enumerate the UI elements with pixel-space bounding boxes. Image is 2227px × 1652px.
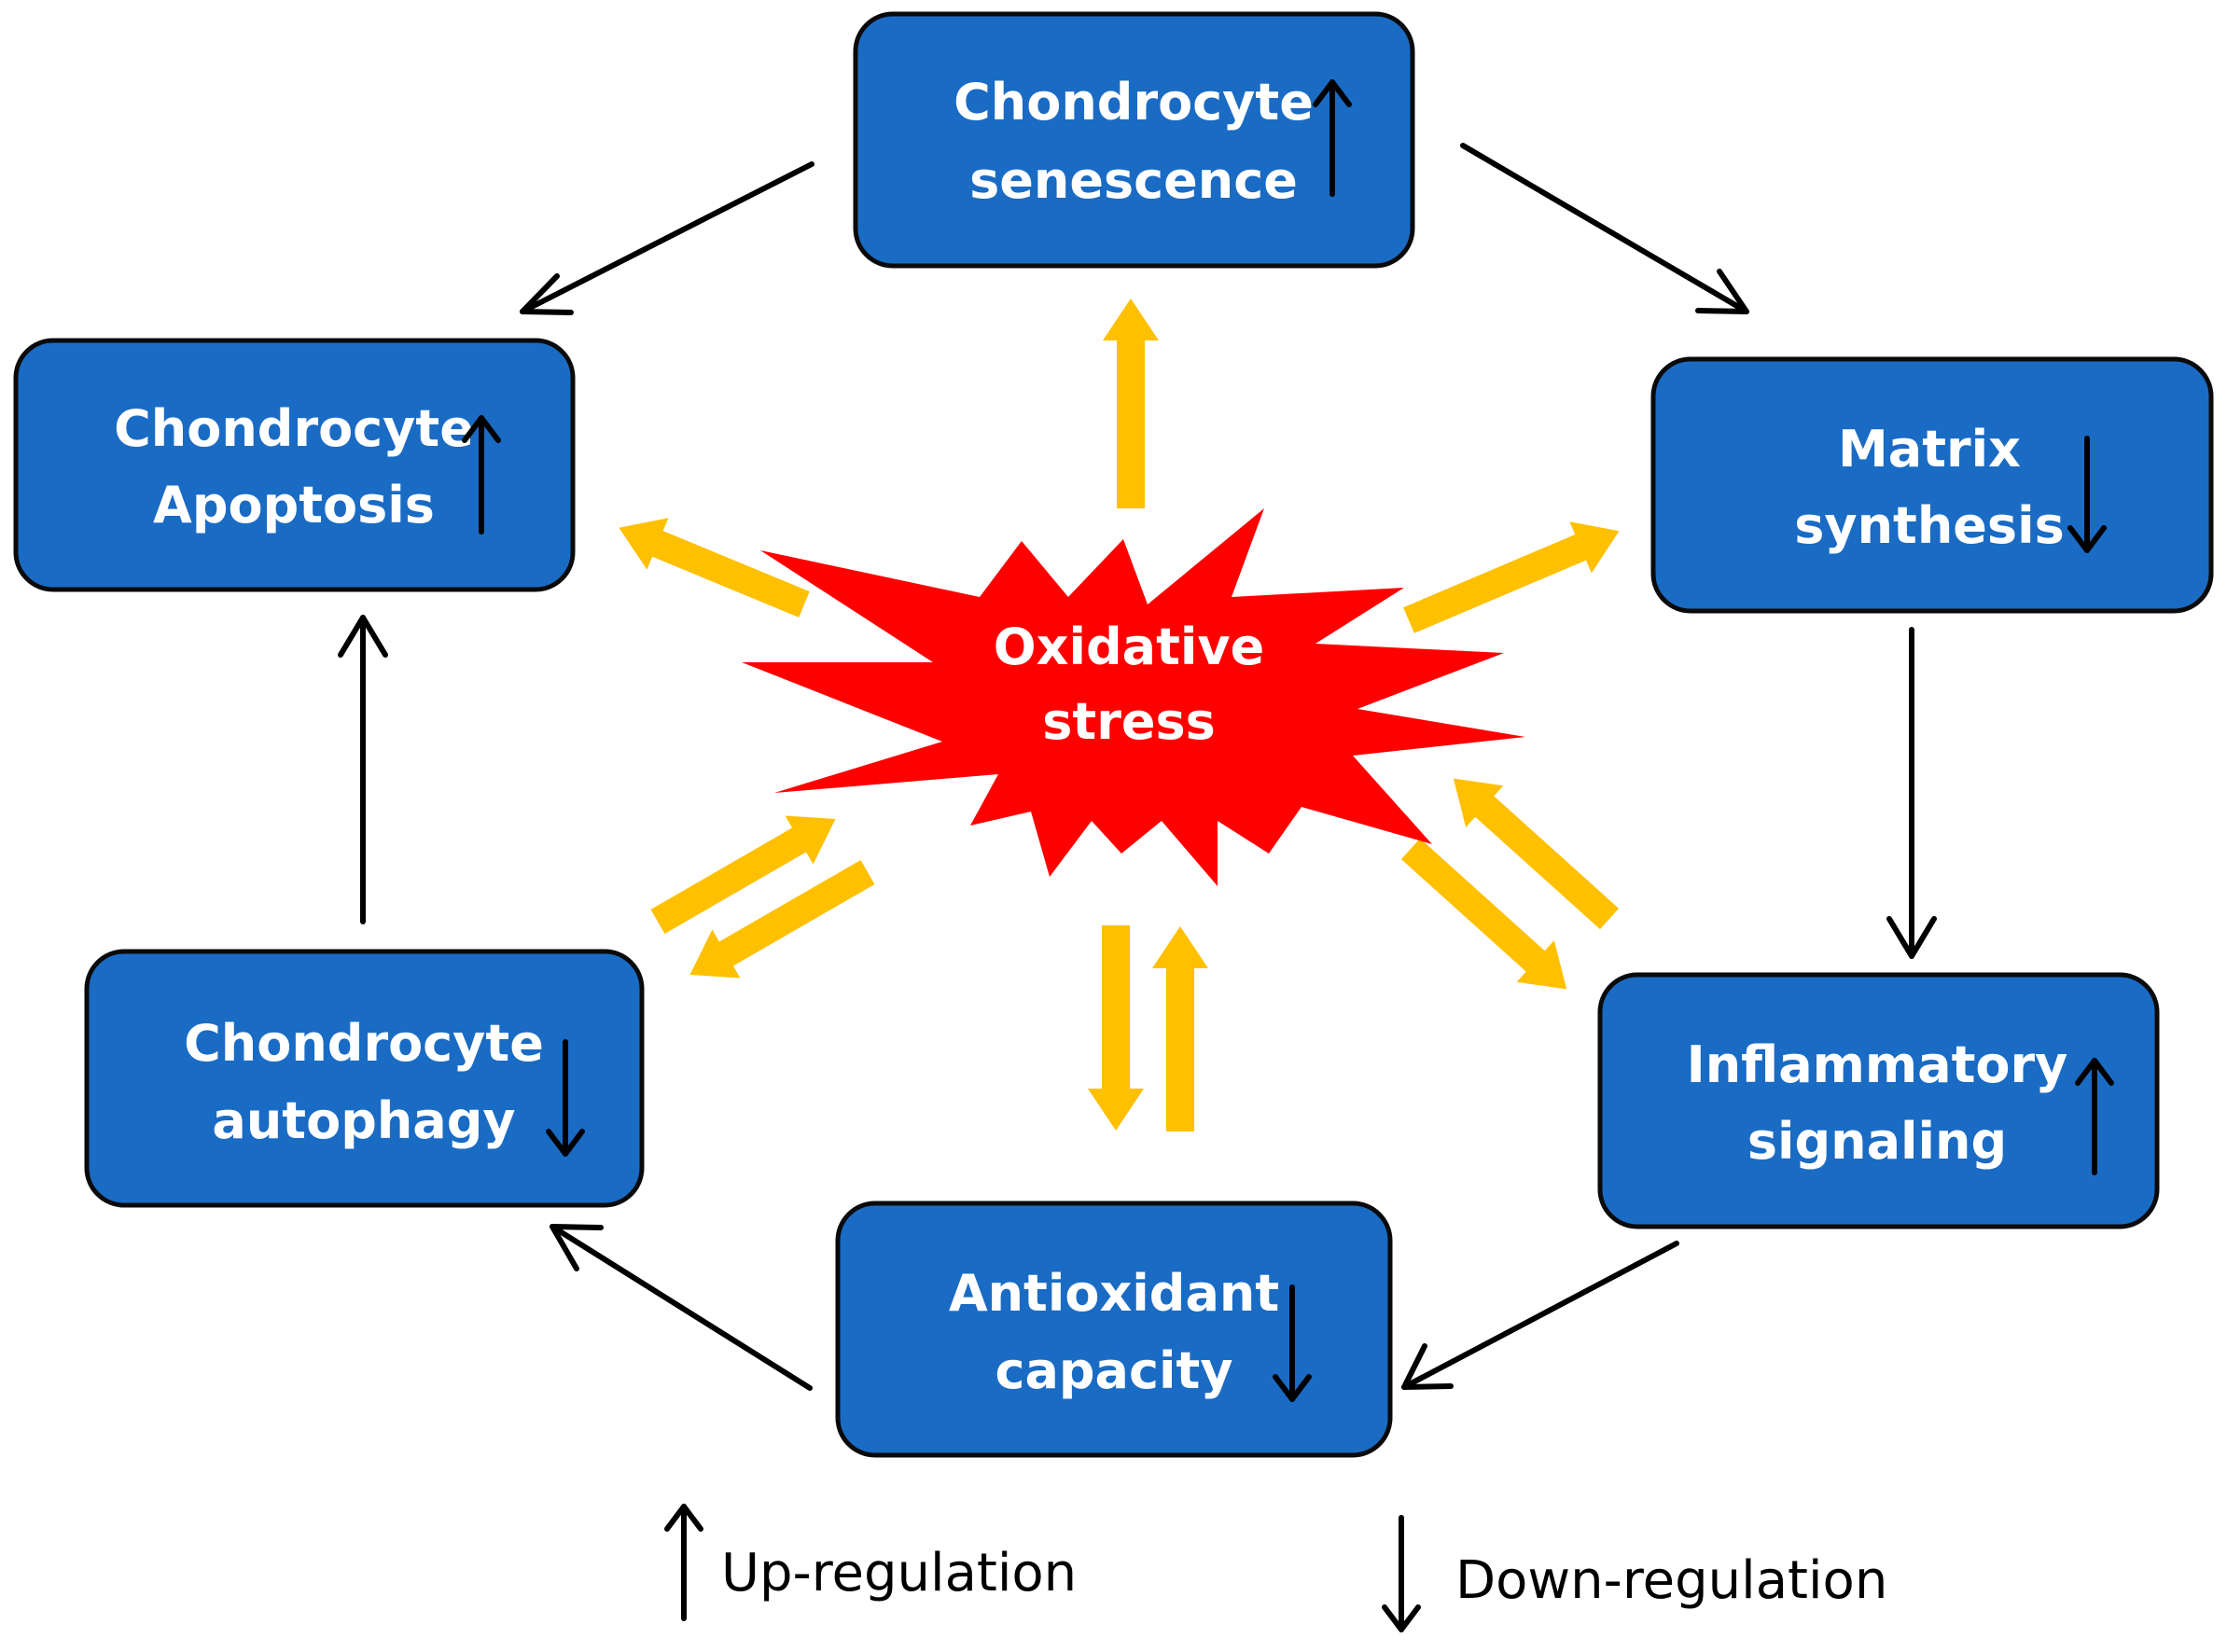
down-arrow-icon xyxy=(546,1039,585,1157)
node-label-line2: senescence xyxy=(969,151,1298,210)
node-antioxidant-capacity: Antioxidant capacity xyxy=(835,1201,1393,1458)
node-box xyxy=(84,949,645,1208)
node-label-line2: Apoptosis xyxy=(153,476,435,534)
up-arrow-icon xyxy=(1313,79,1352,197)
legend-up: Up-regulation xyxy=(664,1504,1077,1621)
arrow-inflammatory-to-antioxidant xyxy=(1401,1241,1679,1390)
node-box xyxy=(13,338,576,592)
block-arrow-stress-to-autophagy xyxy=(689,860,875,979)
block-arrow-autophagy-to-stress xyxy=(650,815,836,934)
node-label-line2: autophagy xyxy=(212,1091,515,1150)
burst-shape xyxy=(742,508,1525,886)
up-arrow-icon xyxy=(664,1504,703,1621)
center-label-line1: Oxidative xyxy=(994,618,1265,676)
legend: Up-regulation Down-regulation xyxy=(664,1504,1887,1632)
center-label-line2: stress xyxy=(1042,692,1216,751)
node-label-line1: Antioxidant xyxy=(949,1264,1279,1323)
block-arrow-to-senescence xyxy=(1103,298,1159,508)
block-arrow-inflammatory-to-stress xyxy=(1453,778,1620,930)
node-box xyxy=(1597,972,2160,1229)
cycle-arrows xyxy=(338,143,1937,1391)
node-label-line1: Chondrocyte xyxy=(114,399,474,458)
node-label-line1: Chondrocyte xyxy=(184,1014,544,1073)
node-apoptosis: Chondrocyte Apoptosis xyxy=(13,338,576,592)
block-arrow-antioxidant-to-stress xyxy=(1152,926,1208,1131)
arrow-senescence-to-matrix xyxy=(1460,143,1749,314)
down-arrow-icon xyxy=(1382,1515,1421,1632)
block-arrows xyxy=(619,298,1620,1131)
node-label-line2: synthesis xyxy=(1794,496,2064,555)
legend-down-label: Down-regulation xyxy=(1455,1550,1887,1611)
block-arrow-to-matrix xyxy=(1403,521,1620,633)
node-matrix-synthesis: Matrix synthesis xyxy=(1650,356,2214,614)
node-box xyxy=(853,11,1415,269)
node-label-line2: capacity xyxy=(995,1341,1232,1400)
node-box xyxy=(835,1201,1393,1458)
node-label-line1: Inflammatory xyxy=(1687,1035,2068,1094)
node-autophagy: Chondrocyte autophagy xyxy=(84,949,645,1208)
arrow-matrix-to-inflammatory xyxy=(1886,627,1937,959)
block-arrow-stress-to-inflammatory xyxy=(1400,838,1567,990)
up-arrow-icon xyxy=(462,415,501,534)
down-arrow-icon xyxy=(1273,1284,1312,1402)
node-box xyxy=(1650,356,2214,614)
arrow-autophagy-to-apoptosis xyxy=(338,615,388,924)
arrow-antioxidant-to-autophagy xyxy=(550,1224,813,1391)
legend-up-label: Up-regulation xyxy=(721,1543,1077,1603)
oxidative-stress-burst: Oxidative stress xyxy=(742,508,1525,886)
arrow-senescence-to-apoptosis xyxy=(520,161,814,315)
node-label-line1: Chondrocyte xyxy=(953,73,1314,132)
node-label-line2: signaling xyxy=(1747,1112,2007,1171)
up-arrow-icon xyxy=(2075,1058,2114,1175)
node-senescence: Chondrocyte senescence xyxy=(853,11,1415,269)
legend-down: Down-regulation xyxy=(1382,1515,1887,1632)
block-arrow-to-apoptosis xyxy=(619,518,810,618)
node-inflammatory-signaling: Inflammatory signaling xyxy=(1597,972,2160,1229)
block-arrow-stress-to-antioxidant xyxy=(1088,925,1144,1131)
node-label-line1: Matrix xyxy=(1838,420,2021,479)
down-arrow-icon xyxy=(2067,436,2107,553)
